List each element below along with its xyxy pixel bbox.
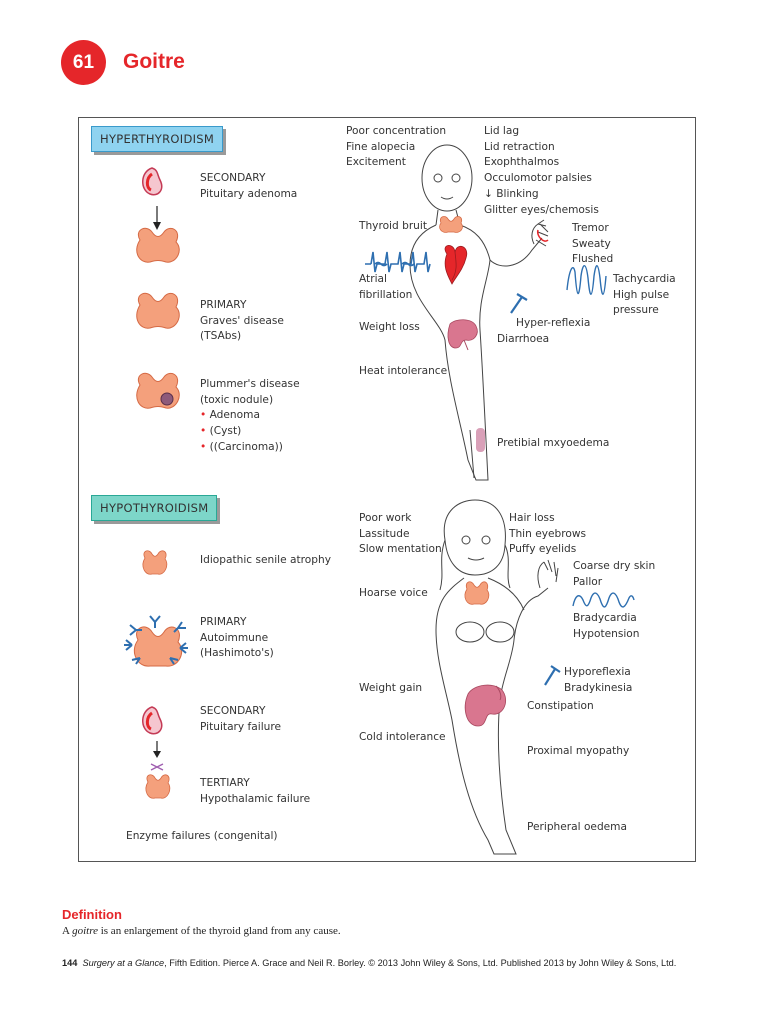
- arrow-down-icon: [153, 206, 161, 230]
- enzyme-failure-cause: Enzyme failures (congenital): [126, 830, 278, 842]
- book-title: Surgery at a Glance: [82, 958, 165, 968]
- cause-heading: TERTIARY: [200, 777, 250, 789]
- hyper-secondary-cause: SECONDARY Pituitary adenoma: [200, 171, 297, 202]
- hypo-primary-cause: PRIMARY Autoimmune (Hashimoto's): [200, 615, 274, 662]
- hypo-tertiary-cause: TERTIARY Hypothalamic failure: [200, 776, 310, 807]
- pretibial-patch-icon: [476, 428, 485, 452]
- weight-gain-label: Weight gain: [359, 682, 423, 694]
- cross-icon: [150, 763, 164, 771]
- definition-heading: Definition: [62, 907, 122, 922]
- heat-intolerance-label: Heat intolerance: [359, 365, 448, 377]
- pretibial-label: Pretibial mxyoedema: [497, 437, 610, 449]
- figure-frame: [78, 117, 696, 862]
- cause-heading: PRIMARY: [200, 299, 247, 311]
- pituitary-icon: [142, 706, 163, 735]
- idiopathic-cause: Idiopathic senile atrophy: [200, 554, 331, 566]
- constipation-label: Constipation: [527, 700, 594, 712]
- definition-text: A goitre is an enlargement of the thyroi…: [62, 925, 341, 937]
- cause-text: (Hashimoto's): [200, 647, 274, 660]
- thyroid-icon: [145, 774, 171, 799]
- page-footer: 144 Surgery at a Glance, Fifth Edition. …: [62, 958, 676, 968]
- heart-icon: [444, 245, 468, 285]
- bullet-item: • ((Carcinoma)): [200, 440, 283, 453]
- cause-heading: Plummer's disease: [200, 378, 300, 390]
- cold-intolerance-label: Cold intolerance: [359, 731, 446, 743]
- chapter-title: Goitre: [123, 50, 185, 73]
- hypothyroid-body-figure: [435, 499, 549, 855]
- reflex-hammer-icon: [510, 293, 528, 314]
- hand-icon: [531, 219, 549, 247]
- cause-text: Pituitary adenoma: [200, 187, 298, 200]
- diarrhoea-label: Diarrhoea: [497, 333, 550, 345]
- hashimoto-thyroid-icon: [124, 615, 188, 667]
- cause-text: (TSAbs): [200, 330, 242, 343]
- tachycardia-pulse-trace-icon: [566, 265, 607, 295]
- arrow-down-icon: [153, 741, 161, 758]
- pituitary-icon: [142, 167, 163, 196]
- hyper-reflexia-label: Hyper-reflexia: [516, 317, 591, 329]
- page-number: 144: [62, 958, 78, 968]
- bradycardia-pulse-trace-icon: [572, 592, 635, 608]
- chapter-number: 61: [72, 51, 95, 73]
- intestine-icon: [464, 684, 506, 727]
- thyroid-icon: [136, 227, 180, 263]
- weight-loss-label: Weight loss: [359, 321, 420, 333]
- cause-text: Hypothalamic failure: [200, 792, 311, 805]
- intestine-icon: [447, 319, 478, 351]
- hyperthyroidism-tag: HYPERTHYROIDISM: [91, 126, 224, 152]
- toxic-nodule-thyroid-icon: [136, 372, 180, 409]
- hypo-secondary-cause: SECONDARY Pituitary failure: [200, 704, 281, 735]
- hoarse-voice-label: Hoarse voice: [359, 587, 428, 599]
- citation: , Fifth Edition. Pierce A. Grace and Nei…: [164, 958, 677, 968]
- bullet-item: • Adenoma: [200, 409, 260, 422]
- cause-heading: PRIMARY: [200, 616, 247, 628]
- hyper-plummer-cause: Plummer's disease (toxic nodule) • Adenoma…: [200, 377, 300, 456]
- hand-icon: [537, 559, 559, 589]
- goitre-thyroid-icon: [464, 581, 490, 605]
- reflex-hammer-icon: [544, 665, 561, 686]
- peripheral-oedema-label: Peripheral oedema: [527, 821, 627, 833]
- cause-text: Graves' disease: [200, 314, 284, 327]
- goitre-thyroid-icon: [439, 216, 463, 233]
- definition-term: goitre: [72, 925, 98, 937]
- cause-text: Autoimmune: [200, 631, 269, 644]
- antibody-icon: [124, 615, 188, 665]
- thyroid-icon: [136, 292, 180, 329]
- cause-heading: SECONDARY: [200, 705, 266, 717]
- proximal-myopathy-label: Proximal myopathy: [527, 745, 630, 757]
- bullet-item: • (Cyst): [200, 425, 242, 438]
- cause-text: (toxic nodule): [200, 393, 274, 406]
- chapter-number-badge: 61: [61, 40, 106, 85]
- hyperthyroid-body-figure: [409, 144, 543, 481]
- af-ecg-trace-icon: [365, 251, 431, 273]
- small-thyroid-icon: [142, 550, 168, 575]
- thyroid-bruit-label: Thyroid bruit: [359, 220, 427, 232]
- cause-text: Pituitary failure: [200, 720, 282, 733]
- cause-heading: SECONDARY: [200, 172, 266, 184]
- hyper-primary-cause: PRIMARY Graves' disease (TSAbs): [200, 298, 284, 345]
- hypothyroidism-tag: HYPOTHYROIDISM: [91, 495, 218, 521]
